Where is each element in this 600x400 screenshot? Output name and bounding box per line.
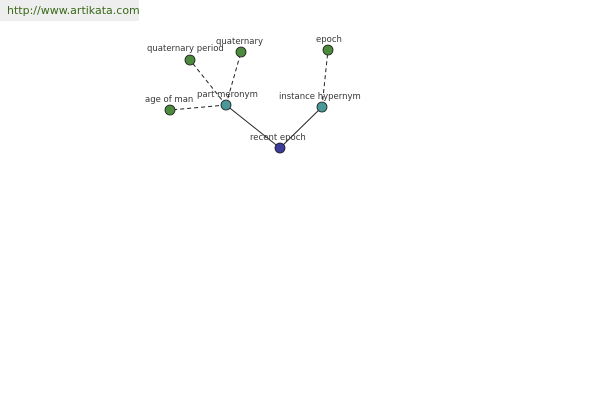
node-age-of-man[interactable]: age of man (145, 95, 193, 116)
graph-nodes: recent epoch part meronym instance hyperny… (145, 35, 361, 154)
node-recent-epoch[interactable]: recent epoch (250, 133, 306, 154)
url-banner[interactable]: http://www.artikata.com (0, 0, 140, 21)
node-label-age-of-man[interactable]: age of man (145, 95, 193, 105)
edge-part-meronym-to-age-of-man (169, 104, 227, 111)
edge-recent-epoch-to-part-meronym (225, 104, 281, 149)
node-dot-age-of-man[interactable] (164, 104, 176, 116)
node-label-recent-epoch[interactable]: recent epoch (250, 133, 306, 143)
edge-instance-hypernym-to-epoch (321, 49, 329, 108)
graph-edges (169, 49, 329, 149)
node-dot-part-meronym[interactable] (220, 99, 232, 111)
node-dot-quaternary-period[interactable] (184, 54, 196, 66)
edge-part-meronym-to-quaternary (225, 51, 242, 106)
node-label-quaternary[interactable]: quaternary (216, 37, 263, 47)
node-dot-recent-epoch[interactable] (274, 142, 286, 154)
edge-recent-epoch-to-instance-hypernym (279, 106, 323, 149)
node-quaternary-period[interactable]: quaternary period (147, 44, 224, 66)
node-instance-hypernym[interactable]: instance hypernym (279, 92, 361, 113)
node-quaternary[interactable]: quaternary (216, 37, 263, 58)
node-label-instance-hypernym[interactable]: instance hypernym (279, 92, 361, 102)
edge-part-meronym-to-quaternary-period (189, 59, 227, 106)
node-epoch[interactable]: epoch (316, 35, 342, 56)
node-label-quaternary-period[interactable]: quaternary period (147, 44, 224, 54)
site-url-link[interactable]: http://www.artikata.com (7, 4, 140, 17)
node-label-epoch[interactable]: epoch (316, 35, 342, 45)
node-dot-epoch[interactable] (322, 44, 334, 56)
node-dot-instance-hypernym[interactable] (316, 101, 328, 113)
node-part-meronym[interactable]: part meronym (197, 90, 258, 111)
node-label-part-meronym[interactable]: part meronym (197, 90, 258, 100)
node-dot-quaternary[interactable] (235, 46, 247, 58)
